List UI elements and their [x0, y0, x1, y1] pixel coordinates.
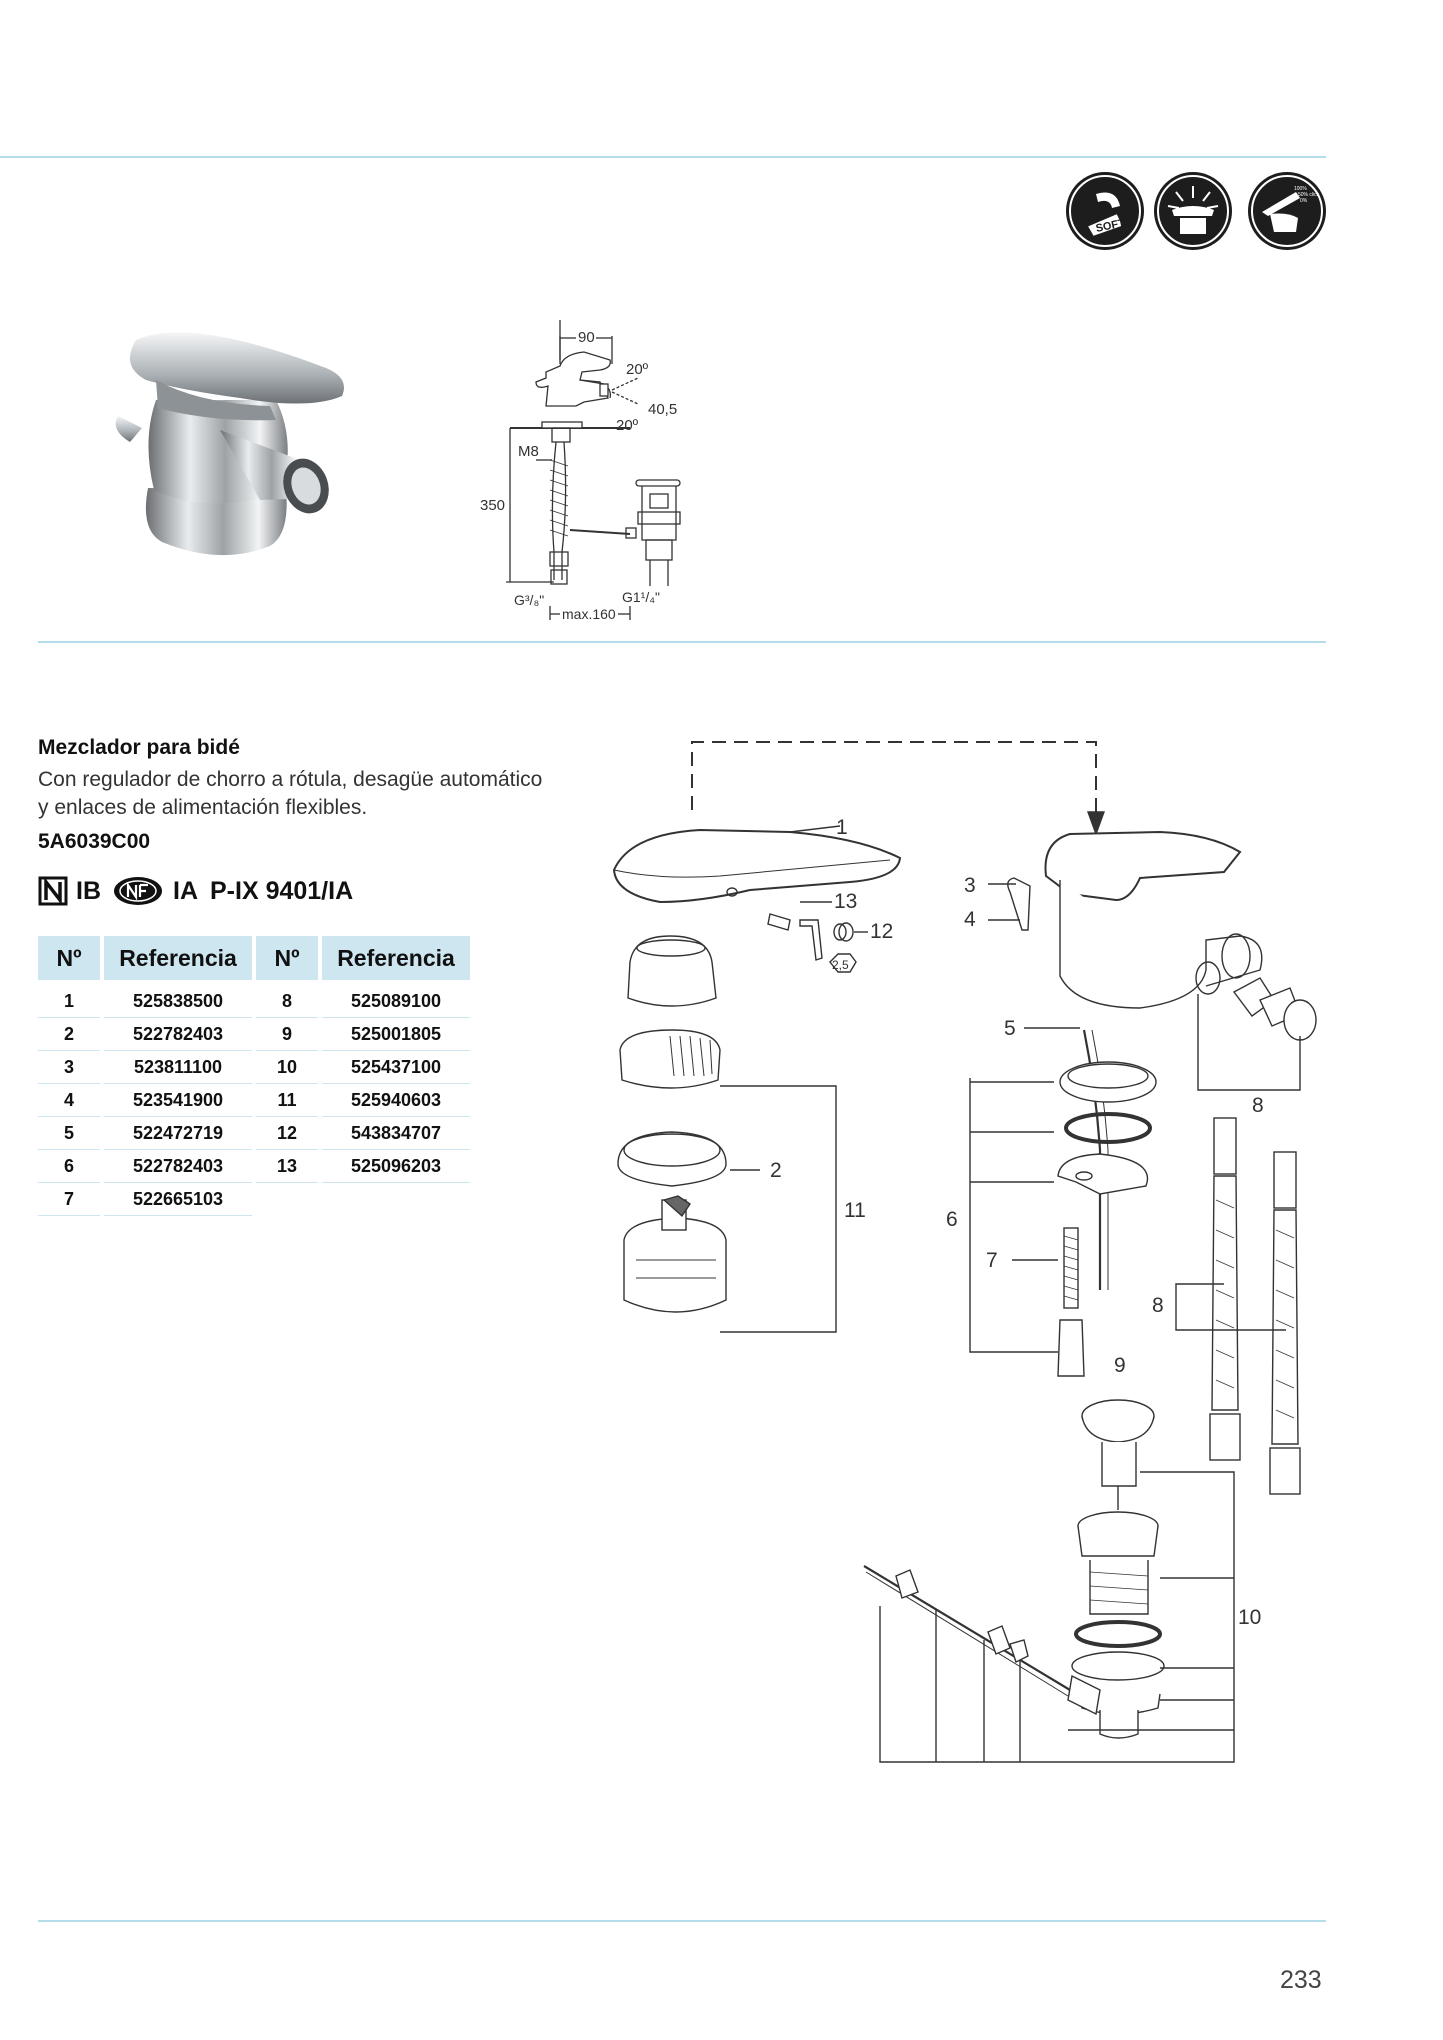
cell-ref: 522472719: [104, 1117, 252, 1150]
cell-n: 2: [38, 1018, 100, 1051]
callout-5: 5: [1004, 1017, 1016, 1040]
soft-icon: SOFT: [1066, 172, 1144, 250]
bottom-rule: [38, 1920, 1326, 1922]
col-header-ref-left: Referencia: [104, 936, 252, 980]
col-header-n-right: Nº: [256, 936, 318, 980]
cell-n: 10: [256, 1051, 318, 1084]
dim-hose: 350: [480, 497, 505, 514]
callout-2: 2: [770, 1159, 782, 1182]
allen-key-size: 2,5: [832, 958, 849, 972]
description-line-1: Con regulador de chorro a rótula, desagü…: [38, 768, 543, 791]
dim-max: max.160: [562, 606, 616, 620]
table-row: 2 522782403 9 525001805: [38, 1018, 470, 1051]
callout-1: 1: [836, 816, 848, 839]
cell-n: 12: [256, 1117, 318, 1150]
nf-mark-icon: [114, 877, 162, 905]
cell-ref: 522782403: [104, 1018, 252, 1051]
dim-outlet: 40,5: [648, 401, 677, 418]
top-rule: [0, 156, 1326, 158]
callout-11: 11: [844, 1199, 866, 1222]
middle-rule: [38, 641, 1326, 643]
cell-n: 7: [38, 1183, 100, 1216]
cell-empty: [322, 1183, 470, 1216]
cert-ia: IA: [173, 876, 198, 905]
callout-7: 7: [986, 1249, 998, 1272]
page-number: 233: [1280, 1966, 1322, 1994]
soft-label: SOFT: [1095, 217, 1126, 235]
product-code: 5A6039C00: [38, 830, 151, 853]
cold-start-icon: [1154, 172, 1232, 250]
cell-n: 13: [256, 1150, 318, 1183]
cell-n: 6: [38, 1150, 100, 1183]
cell-ref: 525437100: [322, 1051, 470, 1084]
eco-click-icon: 100% 50% click 0%: [1248, 172, 1326, 250]
cell-n: 5: [38, 1117, 100, 1150]
cell-ref: 525940603: [322, 1084, 470, 1117]
dim-width: 90: [578, 329, 595, 346]
cell-ref: 522782403: [104, 1150, 252, 1183]
callout-13: 13: [834, 890, 857, 913]
callout-8b: 8: [1152, 1294, 1164, 1317]
svg-text:0%: 0%: [1300, 198, 1308, 204]
callout-3: 3: [964, 874, 976, 897]
cell-empty: [256, 1183, 318, 1216]
dim-waste: G1¹/₄": [622, 589, 660, 605]
table-row: 5 522472719 12 543834707: [38, 1117, 470, 1150]
angle-lower: 20º: [616, 417, 639, 434]
cert-ib: IB: [76, 876, 101, 905]
cell-ref: 523541900: [104, 1084, 252, 1117]
certifications: IB IA P-IX 9401/IA: [38, 874, 365, 908]
dim-thread-m: M8: [518, 443, 539, 460]
cell-n: 11: [256, 1084, 318, 1117]
product-description: Con regulador de chorro a rótula, desagü…: [38, 766, 638, 822]
cell-ref: 525838500: [104, 980, 252, 1018]
angle-upper: 20º: [626, 361, 649, 378]
cell-n: 8: [256, 980, 318, 1018]
col-header-n-left: Nº: [38, 936, 100, 980]
table-row: 7 522665103: [38, 1183, 470, 1216]
table-row: 4 523541900 11 525940603: [38, 1084, 470, 1117]
col-header-ref-right: Referencia: [322, 936, 470, 980]
description-line-2: y enlaces de alimentación flexibles.: [38, 796, 368, 819]
callout-6: 6: [946, 1208, 958, 1231]
cell-ref: 525001805: [322, 1018, 470, 1051]
cell-ref: 525096203: [322, 1150, 470, 1183]
table-row: 1 525838500 8 525089100: [38, 980, 470, 1018]
cell-n: 1: [38, 980, 100, 1018]
product-photo: [115, 332, 344, 556]
dimension-drawing: 90 20º 20º 40,5 350 M8 G³/₈" G1¹/₄" max.…: [480, 320, 681, 620]
cell-n: 3: [38, 1051, 100, 1084]
product-name: Mezclador para bidé: [38, 736, 240, 759]
table-row: 3 523811100 10 525437100: [38, 1051, 470, 1084]
table-row: 6 522782403 13 525096203: [38, 1150, 470, 1183]
callout-8a: 8: [1252, 1094, 1264, 1117]
cert-pix: P-IX 9401/IA: [210, 876, 354, 905]
cell-n: 4: [38, 1084, 100, 1117]
callout-12: 12: [870, 920, 893, 943]
cell-ref: 522665103: [104, 1183, 252, 1216]
callout-9: 9: [1114, 1354, 1126, 1377]
reference-table: Nº Referencia Nº Referencia 1 525838500 …: [34, 936, 474, 1216]
callout-4: 4: [964, 908, 976, 931]
table-header-row: Nº Referencia Nº Referencia: [38, 936, 470, 980]
svg-text:100%: 100%: [1294, 186, 1307, 192]
dim-inlet: G³/₈": [514, 592, 544, 608]
svg-text:50% click: 50% click: [1298, 192, 1320, 198]
cell-ref: 525089100: [322, 980, 470, 1018]
cell-ref: 543834707: [322, 1117, 470, 1150]
cell-ref: 523811100: [104, 1051, 252, 1084]
exploded-diagram: 1 13 12 2,5 2 11 3 4 5 8: [612, 741, 1317, 1763]
n-mark-icon: [38, 876, 68, 906]
cell-n: 9: [256, 1018, 318, 1051]
callout-10: 10: [1238, 1606, 1261, 1629]
